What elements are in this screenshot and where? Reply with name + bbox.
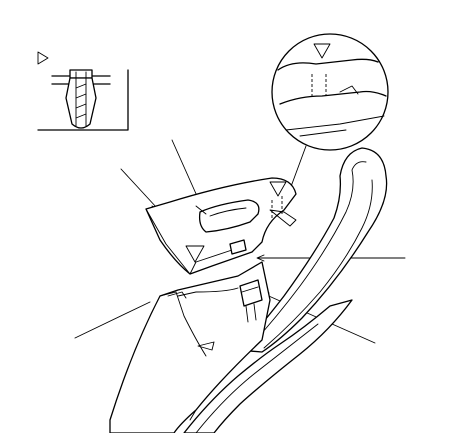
leader-detail [288,145,307,193]
connector [239,279,263,323]
leader-side-panel [120,168,158,209]
clip-marker-triangle-upper [269,181,287,197]
armrest-pull-handle [237,147,388,353]
clip-detail-inset [37,51,129,131]
clip-section-icon [51,69,111,129]
clip-marker-triangle-inset [37,51,49,65]
door-lower-panel [109,261,353,433]
console-side-panel [145,177,297,275]
magnified-clip-detail [271,33,389,151]
leader-lower-panel [74,301,151,339]
clip-marker-triangle-detail [313,43,331,59]
clip-marker-triangle-lower [185,245,205,263]
inset-frame [37,69,129,131]
